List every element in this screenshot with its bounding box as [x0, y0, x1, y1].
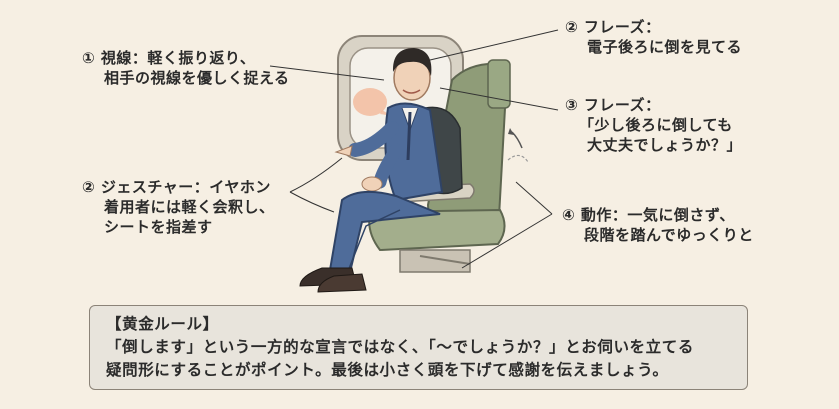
golden-rule-line-2: 疑問形にすることがポイント。最後は小さく頭を下げて感謝を伝えましょう。	[106, 361, 669, 379]
golden-rule-line-1: 「倒します」という一方的な宣言ではなく、「～でしょうか？」とお伺いを立てる	[106, 338, 694, 356]
annotation-phrase-2-line-2: 「少し後ろに倒しても	[579, 116, 733, 134]
leader-lines	[269, 29, 559, 269]
annotation-gaze-line-2: 相手の視線を優しく捉える	[104, 69, 290, 87]
passenger-figure	[299, 48, 463, 293]
annotation-motion: ④ 動作：一気に倒さず、 段階を踏んでゆっくりと	[562, 205, 754, 245]
annotation-motion-line-2: 段階を踏んでゆっくりと	[584, 226, 754, 244]
annotation-gesture: ② ジェスチャー：イヤホン 着用者には軽く会釈し、 シートを指差す	[82, 177, 275, 237]
train-seat-illustration	[269, 29, 559, 293]
annotation-gesture-line-1: ② ジェスチャー：イヤホン	[82, 178, 271, 196]
recline-arrow-icon	[507, 128, 529, 163]
golden-rule-box: 【黄金ルール】 「倒します」という一方的な宣言ではなく、「～でしょうか？」とお伺…	[89, 305, 748, 390]
golden-rule-title: 【黄金ルール】	[106, 315, 219, 333]
annotation-phrase-1: ② フレーズ： 電子後ろに倒を見てる	[565, 17, 742, 57]
annotation-phrase-1-line-2: 電子後ろに倒を見てる	[587, 38, 743, 56]
annotation-phrase-2-line-1: ③ フレーズ：	[565, 96, 661, 114]
annotation-gesture-line-2: 着用者には軽く会釈し、	[104, 198, 275, 216]
annotation-gesture-line-3: シートを指差す	[104, 218, 213, 236]
annotation-phrase-2-line-3: 大丈夫でしょうか？」	[587, 136, 743, 154]
annotation-gaze: ① 視線：軽く振り返り、 相手の視線を優しく捉える	[82, 48, 290, 88]
annotation-gaze-line-1: ① 視線：軽く振り返り、	[82, 49, 256, 67]
annotation-phrase-1-line-1: ② フレーズ：	[565, 18, 661, 36]
annotation-motion-line-1: ④ 動作：一気に倒さず、	[562, 206, 735, 224]
annotation-phrase-2: ③ フレーズ： 「少し後ろに倒しても 大丈夫でしょうか？」	[565, 95, 742, 155]
